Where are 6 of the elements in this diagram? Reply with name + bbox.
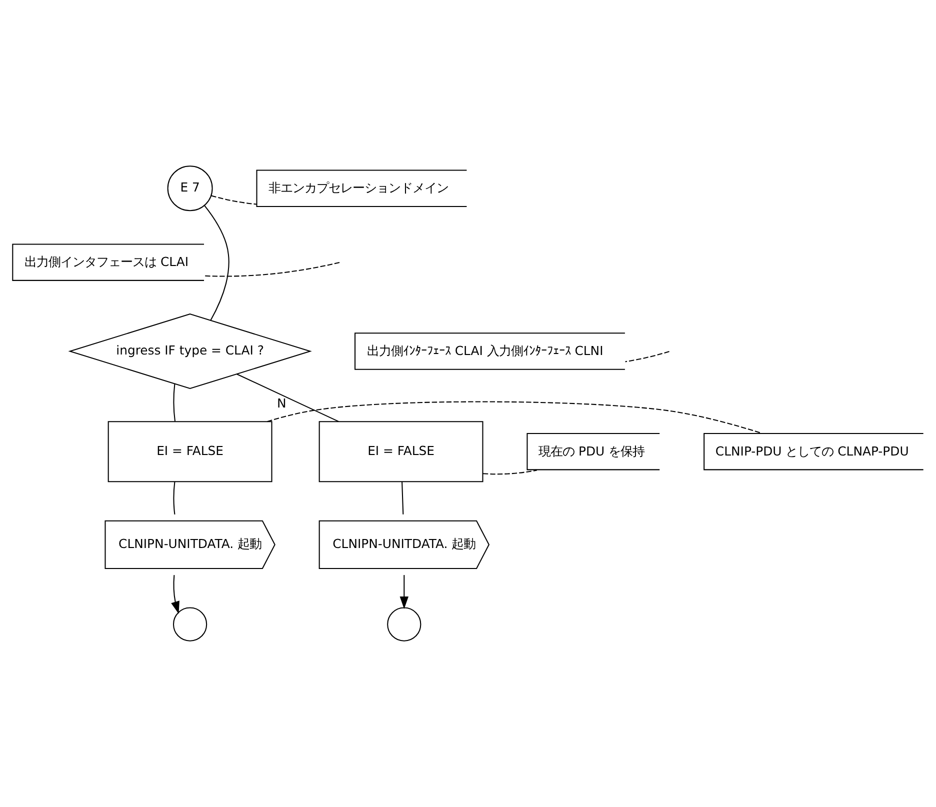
node-text: 現在の PDU を保持 bbox=[538, 443, 645, 458]
node-text: 出力側インタフェースは CLAI bbox=[24, 254, 189, 270]
node-text: 出力側ｲﾝﾀｰﾌｪｰｽ CLAI 入力側ｲﾝﾀｰﾌｪｰｽ CLNI bbox=[366, 342, 604, 358]
edge-label: N bbox=[276, 395, 286, 410]
node-text: CLNIP-PDU としての CLNAP-PDU bbox=[715, 443, 909, 458]
node-text: 非エンカプセレーションドメイン bbox=[268, 180, 449, 196]
